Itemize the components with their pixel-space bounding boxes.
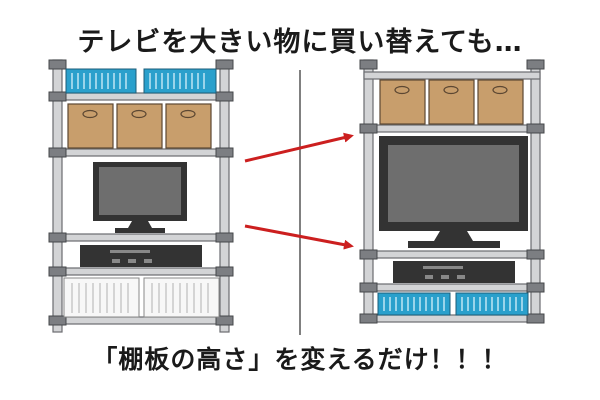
rack-joint	[48, 91, 67, 102]
headline-top: テレビを大きい物に買い替えても…	[77, 27, 523, 58]
shelf-board	[52, 92, 230, 101]
white-storage-bins	[63, 277, 220, 318]
shelf-board	[363, 124, 541, 133]
rack-joint	[215, 266, 234, 277]
tv-large	[379, 136, 528, 248]
shelf-board	[52, 316, 230, 325]
shelf-board	[363, 71, 541, 80]
blue-storage-bins	[377, 292, 529, 316]
rack-joint	[48, 147, 67, 158]
rack-joint	[48, 266, 67, 277]
rack-before	[48, 59, 234, 333]
rack-joint	[526, 282, 545, 293]
shelf-board	[363, 250, 541, 259]
arrow-upper	[244, 132, 354, 163]
rack-after	[359, 59, 545, 324]
rack-joint	[48, 232, 67, 243]
shelf-board	[52, 267, 230, 276]
rack-joint	[48, 59, 67, 70]
tv-small	[93, 162, 187, 233]
arrow-lower	[244, 224, 354, 250]
rack-joint	[526, 123, 545, 134]
rack-joint	[359, 123, 378, 134]
rack-joint	[526, 249, 545, 260]
rack-joint	[526, 313, 545, 324]
cardboard-boxes	[67, 103, 212, 149]
rack-joint	[215, 147, 234, 158]
shelf-board	[52, 148, 230, 157]
shelf-board	[363, 283, 541, 292]
rack-joint	[215, 315, 234, 326]
rack-joint	[48, 315, 67, 326]
headline-bottom: 「棚板の高さ」を変えるだけ！！！	[92, 345, 508, 374]
video-recorder	[80, 245, 202, 267]
cardboard-boxes	[379, 79, 524, 125]
rack-joint	[215, 91, 234, 102]
rack-joint	[359, 313, 378, 324]
blue-storage-bins	[65, 68, 217, 94]
rack-joint	[359, 59, 378, 70]
video-recorder	[393, 261, 515, 283]
shelf-board	[363, 314, 541, 323]
rack-joint	[215, 232, 234, 243]
rack-joint	[359, 282, 378, 293]
rack-joint	[359, 249, 378, 260]
rack-joint	[526, 59, 545, 70]
rack-joint	[215, 59, 234, 70]
shelf-board	[52, 233, 230, 242]
